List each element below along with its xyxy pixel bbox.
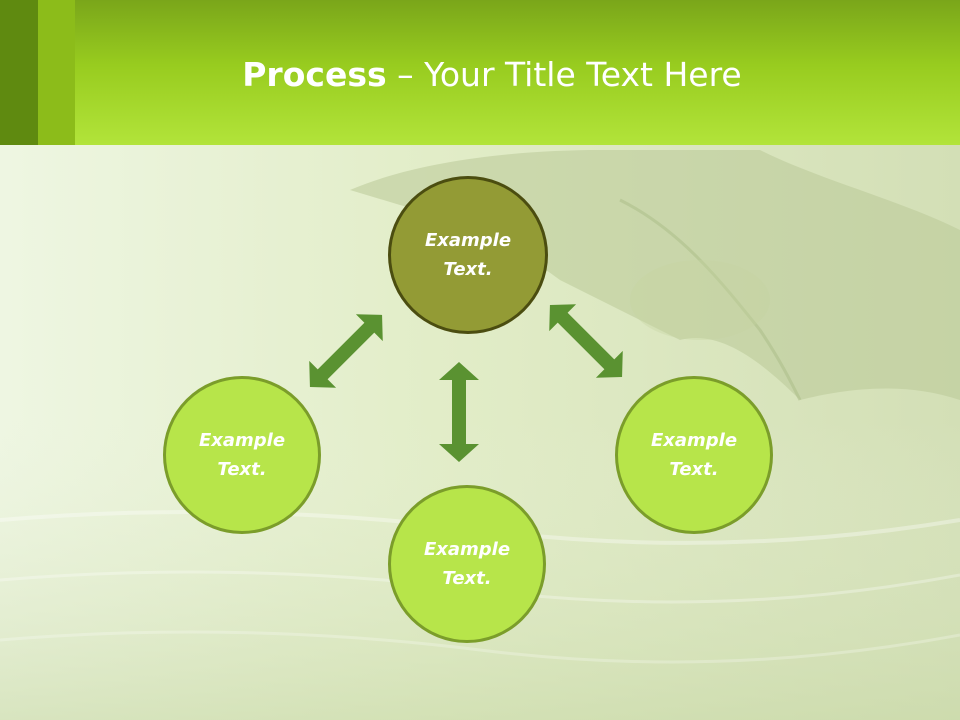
node-bottom-label: Example Text.: [423, 539, 511, 589]
node-left: Example Text.: [163, 376, 321, 534]
slide-title-bold: Process: [242, 55, 387, 94]
node-center-label: Example Text.: [424, 230, 512, 280]
node-right: Example Text.: [615, 376, 773, 534]
node-bottom: Example Text.: [388, 485, 546, 643]
header-accent-stripe-light: [38, 0, 75, 145]
slide-title: Process – Your Title Text Here: [0, 52, 960, 98]
header-band: Process – Your Title Text Here: [0, 0, 960, 145]
slide-title-rest: – Your Title Text Here: [386, 55, 742, 94]
node-right-label: Example Text.: [650, 430, 738, 480]
node-center: Example Text.: [388, 176, 548, 334]
header-accent-stripe-dark: [0, 0, 38, 145]
node-left-label: Example Text.: [198, 430, 286, 480]
